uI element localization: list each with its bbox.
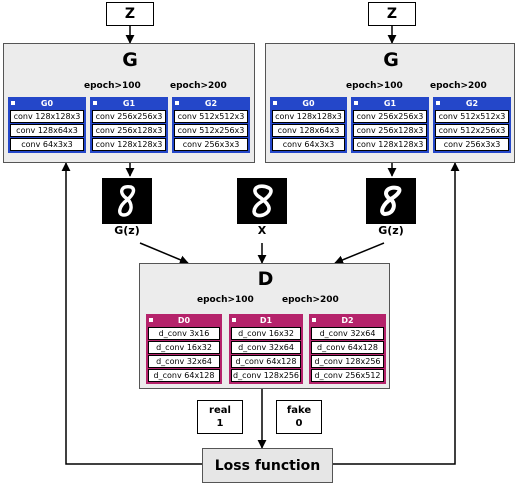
- arrow-gz-right-to-d: [334, 242, 385, 265]
- discriminator-panel: D epoch>100 epoch>200 D0 d_conv 3x16 d_c…: [139, 263, 390, 389]
- real-image-label: X: [257, 224, 267, 237]
- epoch-label: epoch>200: [282, 295, 339, 305]
- real-label-value: 1: [216, 418, 224, 429]
- g1-module: G1 conv 256x256x3 conv 256x128x3 conv 12…: [351, 97, 429, 153]
- layer-cell: d_conv 64x128: [311, 341, 384, 354]
- generated-digit-image-left: [102, 178, 152, 224]
- real-digit-image: [237, 178, 287, 224]
- layer-cell: conv 256x3x3: [174, 138, 248, 151]
- module-name: G0: [40, 99, 54, 108]
- layer-cell: d_conv 128x256: [231, 369, 301, 382]
- layer-cell: conv 512x512x3: [174, 110, 248, 123]
- epoch-label: epoch>100: [84, 81, 141, 91]
- layer-cell: d_conv 32x64: [311, 327, 384, 340]
- g2-module: G2 conv 512x512x3 conv 512x256x3 conv 25…: [172, 97, 250, 153]
- layer-cell: conv 128x64x3: [272, 124, 345, 137]
- epoch-label: epoch>100: [197, 295, 254, 305]
- fake-label-value: 0: [295, 418, 303, 429]
- module-name: G1: [122, 99, 136, 108]
- layer-cell: conv 512x256x3: [435, 124, 509, 137]
- layer-cell: conv 128x128x3: [10, 110, 84, 123]
- digit-eight-icon: [252, 184, 273, 218]
- layer-cell: conv 128x128x3: [92, 138, 166, 151]
- layer-cell: conv 256x128x3: [353, 124, 427, 137]
- generator-title: G: [383, 49, 399, 71]
- layer-cell: d_conv 64x128: [148, 369, 220, 382]
- d0-module: D0 d_conv 3x16 d_conv 16x32 d_conv 32x64…: [146, 314, 222, 384]
- module-name: G2: [465, 99, 479, 108]
- arrow-gz-left-to-d: [139, 242, 189, 265]
- loss-function-box: Loss function: [202, 448, 333, 483]
- layer-cell: conv 128x128x3: [353, 138, 427, 151]
- layer-cell: conv 512x512x3: [435, 110, 509, 123]
- layer-cell: conv 256x128x3: [92, 124, 166, 137]
- layer-cell: conv 256x256x3: [92, 110, 166, 123]
- layer-cell: d_conv 16x32: [148, 341, 220, 354]
- layer-cell: d_conv 3x16: [148, 327, 220, 340]
- generator-title: G: [122, 49, 138, 71]
- arrow-loss-to-g-right: [333, 162, 460, 465]
- arrow-loss-to-g-left: [61, 162, 202, 465]
- layer-cell: conv 128x64x3: [10, 124, 84, 137]
- layer-cell: conv 256x3x3: [435, 138, 509, 151]
- module-name: D1: [259, 316, 273, 325]
- g1-module: G1 conv 256x256x3 conv 256x128x3 conv 12…: [90, 97, 168, 153]
- d2-module: D2 d_conv 32x64 d_conv 64x128 d_conv 128…: [309, 314, 386, 384]
- generator-panel-right: G epoch>100 epoch>200 G0 conv 128x128x3 …: [265, 43, 515, 163]
- layer-cell: conv 64x3x3: [272, 138, 345, 151]
- z-input-left: Z: [106, 2, 154, 26]
- digit-eight-icon: [380, 185, 402, 217]
- module-name: D0: [177, 316, 191, 325]
- fake-label-box: fake 0: [276, 400, 322, 434]
- discriminator-title: D: [257, 268, 274, 290]
- layer-cell: d_conv 16x32: [231, 327, 301, 340]
- g0-module: G0 conv 128x128x3 conv 128x64x3 conv 64x…: [8, 97, 86, 153]
- generated-image-label-left: G(z): [114, 224, 140, 237]
- real-label-box: real 1: [197, 400, 243, 434]
- epoch-label: epoch>200: [170, 81, 227, 91]
- layer-cell: d_conv 32x64: [231, 341, 301, 354]
- module-name: D2: [341, 316, 354, 325]
- layer-cell: d_conv 128x256: [311, 355, 384, 368]
- layer-cell: conv 64x3x3: [10, 138, 84, 151]
- digit-eight-icon: [118, 184, 136, 217]
- fake-label-text: fake: [286, 405, 312, 416]
- generator-panel-left: G epoch>100 epoch>200 G0 conv 128x128x3 …: [3, 43, 255, 163]
- real-label-text: real: [209, 405, 231, 416]
- epoch-label: epoch>100: [346, 81, 403, 91]
- module-name: G2: [204, 99, 218, 108]
- layer-cell: conv 512x256x3: [174, 124, 248, 137]
- module-name: G0: [302, 99, 315, 108]
- layer-cell: d_conv 256x512: [311, 369, 384, 382]
- layer-cell: conv 256x256x3: [353, 110, 427, 123]
- z-input-right: Z: [368, 2, 416, 26]
- layer-cell: conv 128x128x3: [272, 110, 345, 123]
- g0-module: G0 conv 128x128x3 conv 128x64x3 conv 64x…: [270, 97, 347, 153]
- g2-module: G2 conv 512x512x3 conv 512x256x3 conv 25…: [433, 97, 511, 153]
- module-name: G1: [383, 99, 397, 108]
- generated-digit-image-right: [366, 178, 416, 224]
- epoch-label: epoch>200: [430, 81, 487, 91]
- d1-module: D1 d_conv 16x32 d_conv 32x64 d_conv 64x1…: [229, 314, 303, 384]
- layer-cell: d_conv 32x64: [148, 355, 220, 368]
- layer-cell: d_conv 64x128: [231, 355, 301, 368]
- generated-image-label-right: G(z): [378, 224, 404, 237]
